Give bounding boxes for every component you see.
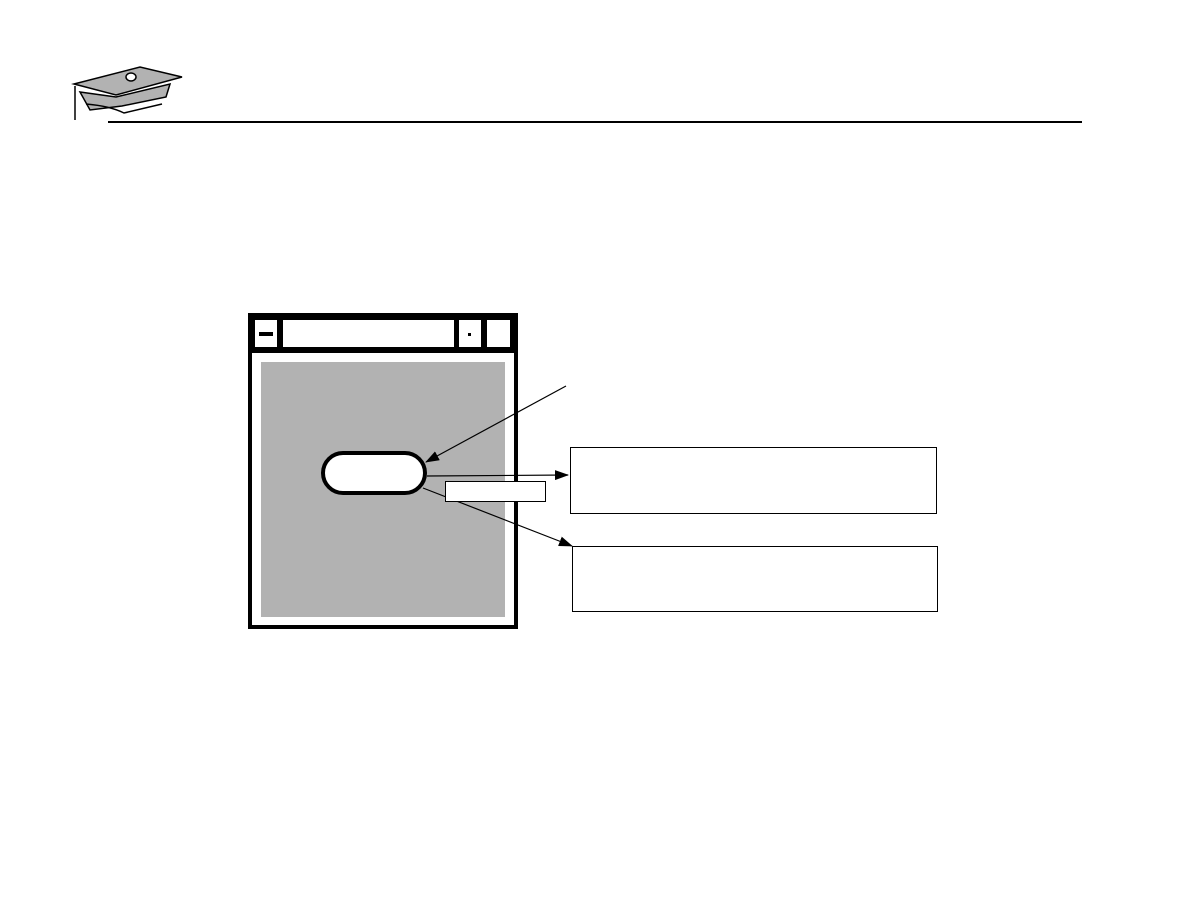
small-label-text bbox=[446, 476, 458, 504]
dash-icon bbox=[259, 332, 273, 336]
window-mockup bbox=[248, 313, 518, 629]
pointer-line-to-button bbox=[425, 385, 567, 463]
graduation-cap-icon bbox=[71, 66, 183, 120]
small-label-box bbox=[445, 481, 546, 502]
dot-icon bbox=[468, 333, 471, 336]
callout-box-1 bbox=[570, 447, 937, 514]
maximize-button[interactable] bbox=[487, 320, 510, 347]
window-title-bar[interactable] bbox=[283, 320, 454, 347]
callout-text-2 bbox=[573, 541, 585, 569]
minimize-button[interactable] bbox=[459, 320, 481, 347]
callout-text-1 bbox=[571, 442, 583, 470]
arrow-to-callout-1 bbox=[426, 470, 569, 481]
callout-box-2 bbox=[572, 546, 938, 612]
header-rule bbox=[108, 121, 1082, 123]
system-menu-button[interactable] bbox=[255, 320, 277, 347]
rounded-button[interactable] bbox=[321, 451, 427, 495]
